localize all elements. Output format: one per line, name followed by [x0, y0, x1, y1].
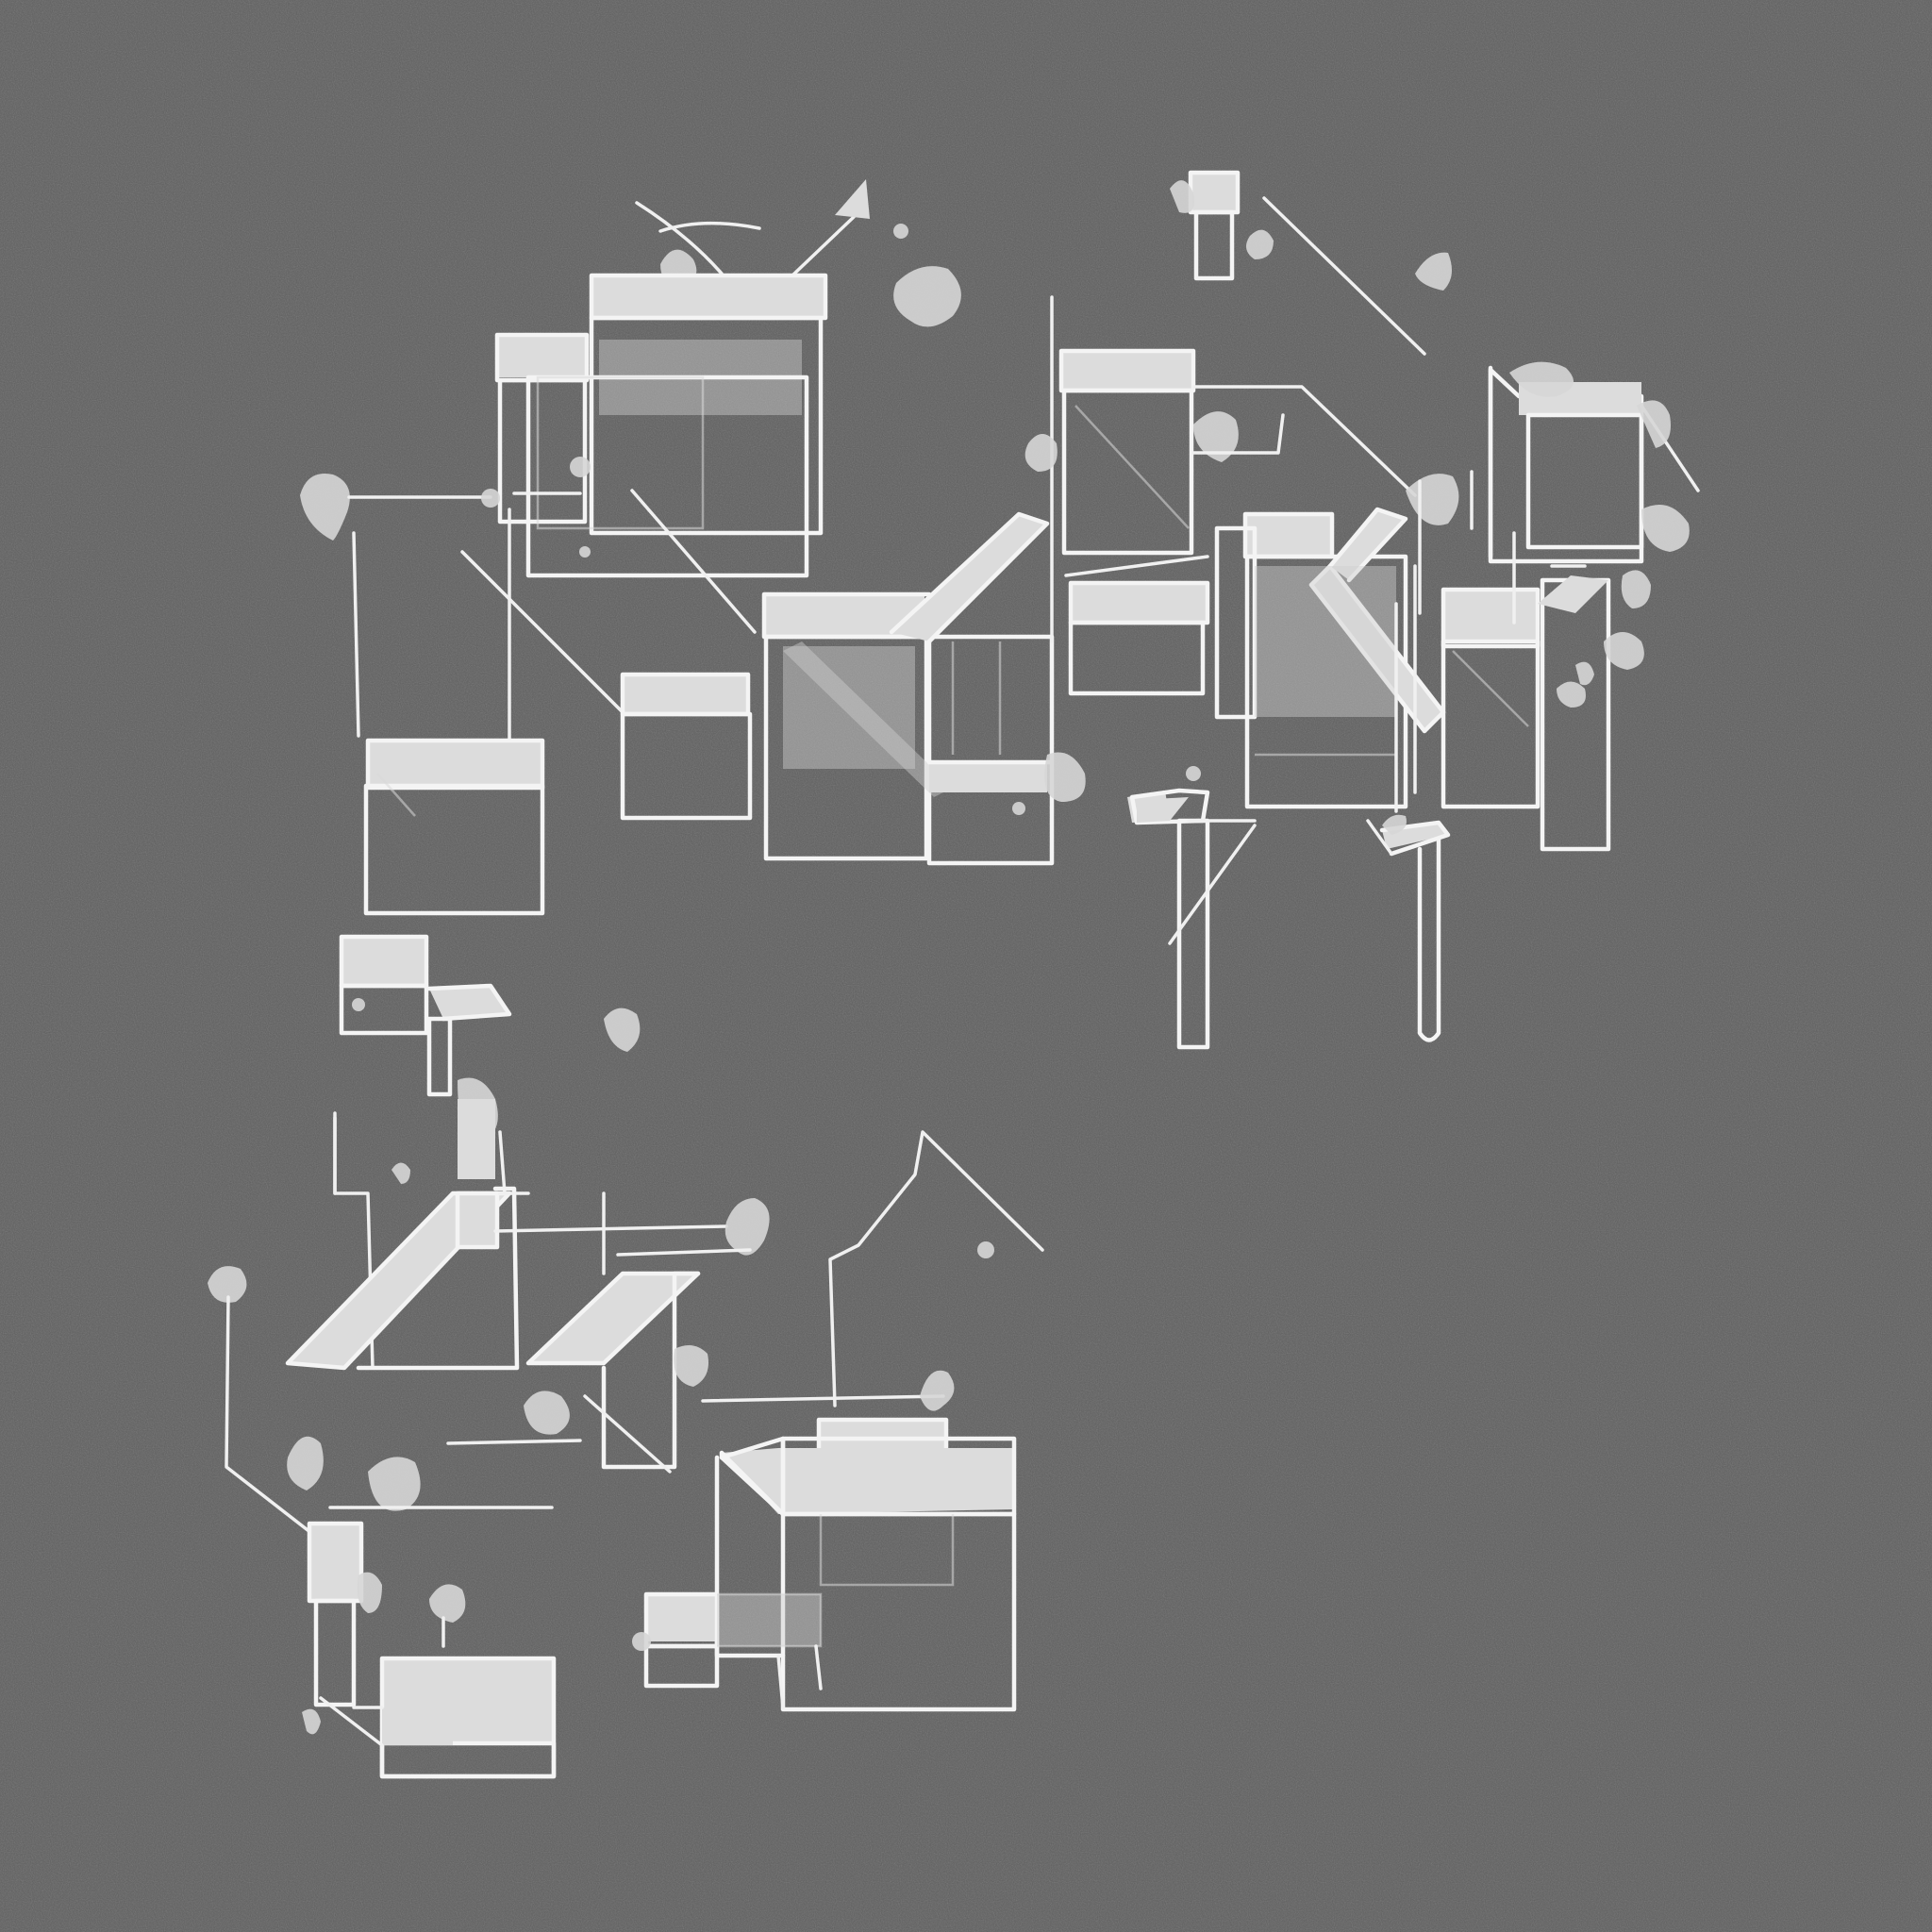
upper-left-cluster: [300, 179, 1086, 916]
lower-left-cluster: [208, 934, 1044, 1779]
upper-right-cluster: [1024, 170, 1700, 1050]
